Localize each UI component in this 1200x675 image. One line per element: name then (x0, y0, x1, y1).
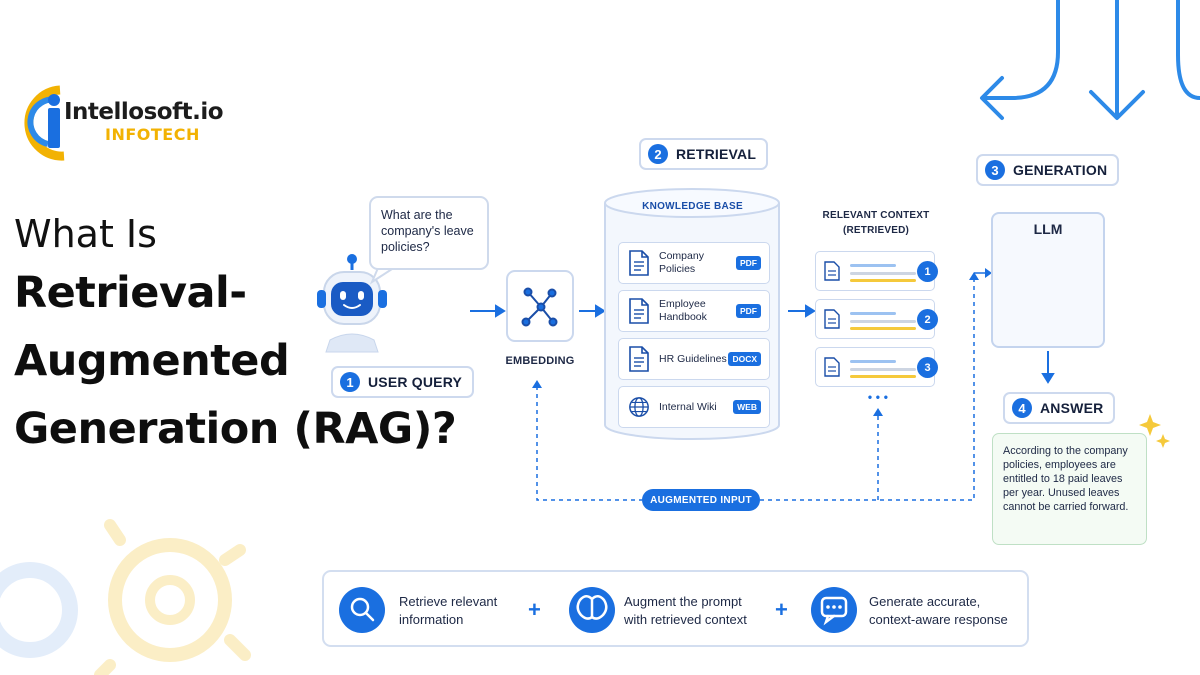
step-user-query: 1 USER QUERY (331, 366, 475, 398)
footer-step-retrieve: Retrieve relevant information (399, 593, 497, 629)
footer-step-line1: Generate accurate, (869, 594, 981, 609)
highlight-line (850, 375, 916, 378)
step-number: 4 (1012, 398, 1032, 418)
query-bubble: What are the company's leave policies? (369, 196, 489, 270)
relevant-context-title-line2: (RETRIEVED) (842, 225, 910, 236)
doc-type-badge: WEB (733, 400, 761, 414)
document-icon (824, 309, 840, 329)
kb-doc-hr-guidelines: HR Guidelines DOCX (618, 338, 770, 380)
chat-icon (811, 587, 857, 633)
footer-step-line2: information (399, 612, 464, 627)
llm-label: LLM (1033, 221, 1063, 237)
embedding-label: EMBEDDING (505, 355, 575, 367)
text-line (850, 368, 916, 371)
relevant-context-title-line1: RELEVANT CONTEXT (822, 210, 930, 221)
doc-type-badge: DOCX (728, 352, 761, 366)
brain-icon (569, 587, 615, 633)
text-line (850, 360, 896, 363)
doc-name: Company Policies (659, 250, 704, 275)
document-icon (824, 357, 840, 377)
brand-tagline: INFOTECH (105, 125, 200, 144)
text-line (850, 264, 896, 267)
embedding-network-icon (521, 287, 558, 327)
globe-icon (629, 397, 649, 417)
highlight-line (850, 327, 916, 330)
sparkle-icon (1139, 414, 1170, 448)
search-icon (339, 587, 385, 633)
footer-step-line1: Augment the prompt (624, 594, 742, 609)
step-label: GENERATION (1013, 162, 1108, 178)
step-label: RETRIEVAL (676, 146, 757, 162)
answer-card: According to the company policies, emplo… (992, 433, 1147, 545)
footer-step-line2: context-aware response (869, 612, 1008, 627)
decorative-gear-icon (0, 519, 251, 675)
step-retrieval: 2 RETRIEVAL (639, 138, 769, 170)
context-chunk: 1 (815, 251, 938, 291)
document-icon (629, 298, 649, 324)
llm-box (991, 212, 1105, 348)
kb-doc-company-policies: Company Policies PDF (618, 242, 770, 284)
rank-badge: 2 (917, 309, 938, 330)
document-icon (629, 346, 649, 372)
rank-badge: 1 (917, 261, 938, 282)
highlight-line (850, 279, 916, 282)
text-line (850, 320, 916, 323)
plus-sign: + (775, 597, 788, 622)
document-icon (824, 261, 840, 281)
rank-badge: 3 (917, 357, 938, 378)
text-line (850, 272, 916, 275)
decorative-arrows-icon (980, 0, 1200, 120)
doc-type-badge: PDF (736, 256, 761, 270)
brand-name: Intellosoft.io (64, 99, 224, 125)
doc-name: Employee Handbook (659, 298, 707, 323)
context-chunk: 2 (815, 299, 938, 339)
plus-sign: + (528, 597, 541, 622)
step-number: 3 (985, 160, 1005, 180)
footer-step-line1: Retrieve relevant (399, 594, 498, 609)
logo-icon (24, 85, 65, 161)
step-number: 2 (648, 144, 668, 164)
step-generation: 3 GENERATION (976, 154, 1120, 186)
knowledge-base-title: KNOWLEDGE BASE (642, 201, 743, 212)
step-label: USER QUERY (368, 374, 463, 390)
footer-step-line2: with retrieved context (624, 612, 747, 627)
headline-line-4: Generation (RAG)? (14, 404, 457, 454)
augmented-input-pill: AUGMENTED INPUT (642, 489, 760, 511)
kb-doc-employee-handbook: Employee Handbook PDF (618, 290, 770, 332)
doc-name: Internal Wiki (659, 400, 717, 413)
document-icon (629, 250, 649, 276)
footer-step-generate: Generate accurate, context-aware respons… (869, 593, 1008, 629)
more-chunks-ellipsis: • • • (867, 390, 889, 404)
step-answer: 4 ANSWER (1003, 392, 1116, 424)
headline-line-3: Augmented (14, 336, 290, 386)
headline-line-2: Retrieval- (14, 268, 247, 318)
summary-footer (322, 570, 1029, 647)
kb-doc-internal-wiki: Internal Wiki WEB (618, 386, 770, 428)
doc-type-badge: PDF (736, 304, 761, 318)
text-line (850, 312, 896, 315)
doc-name: HR Guidelines (659, 352, 727, 365)
step-number: 1 (340, 372, 360, 392)
context-chunk: 3 (815, 347, 938, 387)
headline-line-1: What Is (14, 212, 157, 256)
relevant-context-title: RELEVANT CONTEXT (RETRIEVED) (806, 208, 946, 238)
step-label: ANSWER (1040, 400, 1104, 416)
robot-icon (317, 254, 387, 353)
footer-step-augment: Augment the prompt with retrieved contex… (624, 593, 747, 629)
